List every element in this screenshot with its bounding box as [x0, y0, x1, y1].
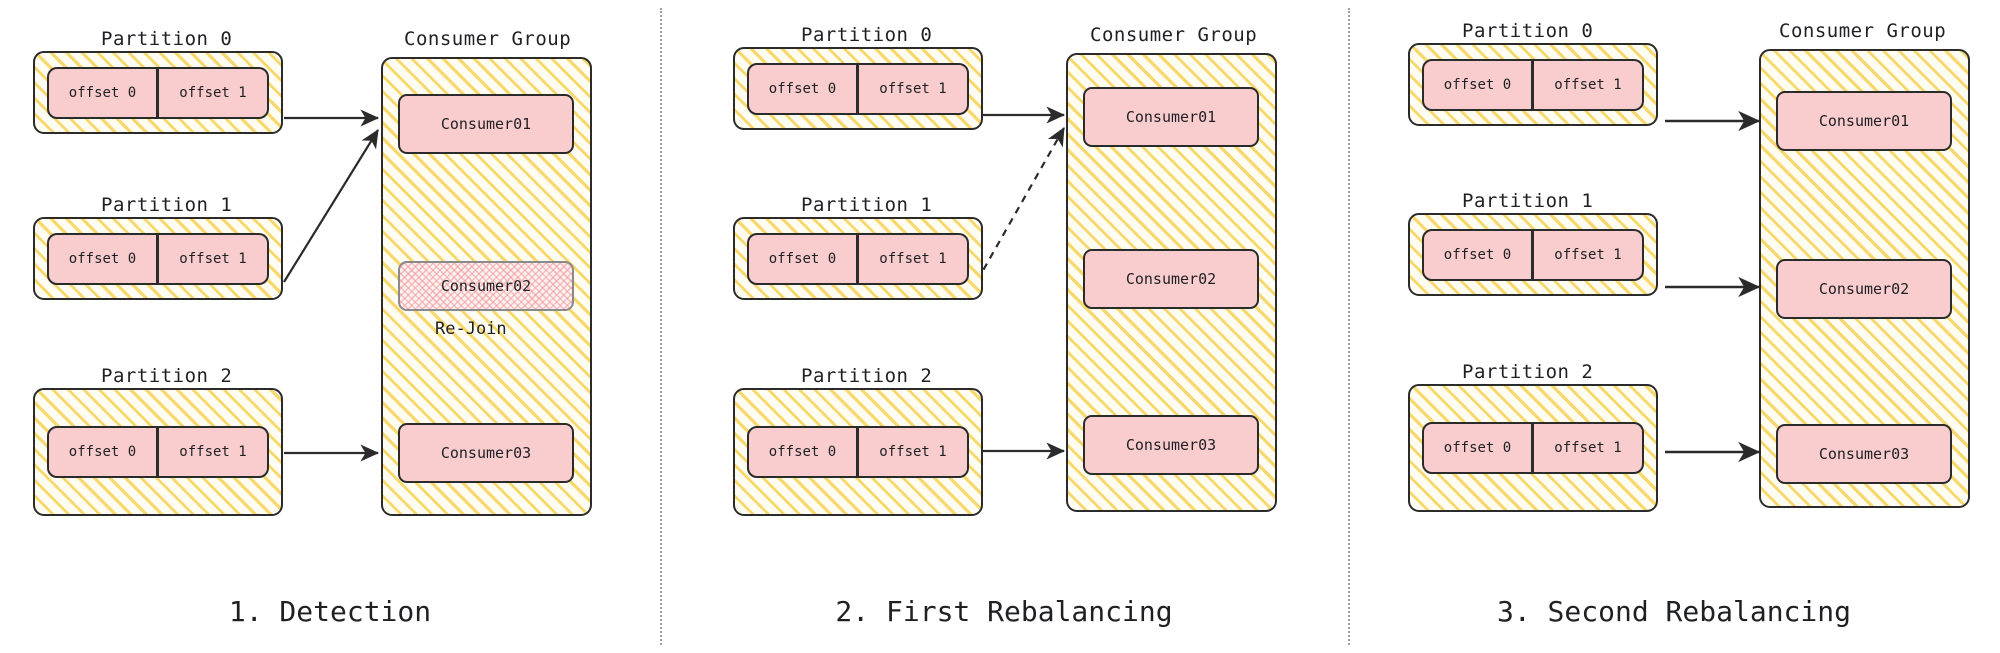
partition-title-2: Partition 2	[1462, 361, 1594, 383]
consumer-group-title: Consumer Group	[1779, 20, 1947, 42]
offset-chip-1[interactable]: offset 1	[1533, 58, 1644, 111]
consumer-chip-01[interactable]: Consumer01	[1776, 91, 1952, 151]
partition-title-1: Partition 1	[101, 194, 233, 216]
offset-row: offset 0 offset 1	[1422, 58, 1644, 111]
offset-row: offset 0 offset 1	[47, 66, 269, 119]
offset-chip-0[interactable]: offset 0	[747, 62, 858, 115]
offset-row: offset 0 offset 1	[1422, 422, 1644, 474]
consumer-chip-03[interactable]: Consumer03	[1776, 424, 1952, 484]
offset-chip-0[interactable]: offset 0	[47, 426, 158, 478]
partition-box-1[interactable]: offset 0 offset 1	[1408, 213, 1658, 296]
offset-chip-0[interactable]: offset 0	[1422, 58, 1533, 111]
partition-title-2: Partition 2	[101, 365, 233, 387]
panel-detection: Partition 0 offset 0 offset 1 Partition …	[0, 0, 660, 653]
rejoin-label: Re-Join	[435, 319, 507, 339]
consumer-group-box[interactable]: Consumer01 Consumer02 Re-Join Consumer03	[381, 57, 592, 516]
offset-chip-0[interactable]: offset 0	[1422, 228, 1533, 281]
offset-chip-0[interactable]: offset 0	[47, 232, 158, 285]
offset-row: offset 0 offset 1	[47, 426, 269, 478]
panel-caption-second-rebalancing: 3. Second Rebalancing	[1496, 595, 1851, 628]
offset-chip-1[interactable]: offset 1	[858, 426, 969, 478]
partition-box-0[interactable]: offset 0 offset 1	[1408, 43, 1658, 126]
partition-box-0[interactable]: offset 0 offset 1	[733, 47, 983, 130]
consumer-group-title: Consumer Group	[1090, 24, 1258, 46]
consumer-chip-02[interactable]: Consumer02	[1083, 249, 1259, 309]
offset-chip-1[interactable]: offset 1	[158, 232, 269, 285]
consumer-chip-01[interactable]: Consumer01	[1083, 87, 1259, 147]
partition-box-1[interactable]: offset 0 offset 1	[733, 217, 983, 300]
offset-chip-1[interactable]: offset 1	[858, 62, 969, 115]
offset-row: offset 0 offset 1	[747, 232, 969, 285]
consumer-group-box[interactable]: Consumer01 Consumer02 Consumer03	[1759, 49, 1970, 508]
partition-box-2[interactable]: offset 0 offset 1	[33, 388, 283, 516]
offset-chip-1[interactable]: offset 1	[158, 66, 269, 119]
consumer-group-title: Consumer Group	[404, 28, 572, 50]
partition-title-1: Partition 1	[1462, 190, 1594, 212]
partition-title-0: Partition 0	[101, 28, 233, 50]
offset-chip-0[interactable]: offset 0	[47, 66, 158, 119]
panel-second-rebalancing: Partition 0 offset 0 offset 1 Partition …	[1348, 0, 2000, 653]
offset-chip-1[interactable]: offset 1	[1533, 422, 1644, 474]
offset-row: offset 0 offset 1	[747, 426, 969, 478]
consumer-chip-02-rejoining[interactable]: Consumer02	[398, 261, 574, 311]
partition-title-0: Partition 0	[1462, 20, 1594, 42]
partition-box-2[interactable]: offset 0 offset 1	[1408, 384, 1658, 512]
partition-title-1: Partition 1	[801, 194, 933, 216]
partition-box-0[interactable]: offset 0 offset 1	[33, 51, 283, 134]
offset-chip-0[interactable]: offset 0	[747, 426, 858, 478]
offset-chip-0[interactable]: offset 0	[747, 232, 858, 285]
offset-row: offset 0 offset 1	[47, 232, 269, 285]
consumer-chip-03[interactable]: Consumer03	[398, 423, 574, 483]
offset-chip-1[interactable]: offset 1	[158, 426, 269, 478]
offset-row: offset 0 offset 1	[1422, 228, 1644, 281]
offset-chip-0[interactable]: offset 0	[1422, 422, 1533, 474]
arrow-p1-consumer01	[283, 129, 379, 283]
consumer-chip-01[interactable]: Consumer01	[398, 94, 574, 154]
consumer-group-box[interactable]: Consumer01 Consumer02 Consumer03	[1066, 53, 1277, 512]
offset-chip-1[interactable]: offset 1	[1533, 228, 1644, 281]
panel-separator-1	[660, 8, 662, 645]
panel-caption-detection: 1. Detection	[228, 595, 432, 628]
consumer-chip-03[interactable]: Consumer03	[1083, 415, 1259, 475]
partition-title-2: Partition 2	[801, 365, 933, 387]
panel-separator-2	[1348, 8, 1350, 645]
offset-chip-1[interactable]: offset 1	[858, 232, 969, 285]
arrow-p1-consumer01-dashed	[976, 127, 1065, 282]
panel-first-rebalancing: Partition 0 offset 0 offset 1 Partition …	[660, 0, 1348, 653]
partition-box-2[interactable]: offset 0 offset 1	[733, 388, 983, 516]
partition-title-0: Partition 0	[801, 24, 933, 46]
panel-caption-first-rebalancing: 2. First Rebalancing	[835, 595, 1173, 628]
offset-row: offset 0 offset 1	[747, 62, 969, 115]
consumer-chip-02[interactable]: Consumer02	[1776, 259, 1952, 319]
partition-box-1[interactable]: offset 0 offset 1	[33, 217, 283, 300]
